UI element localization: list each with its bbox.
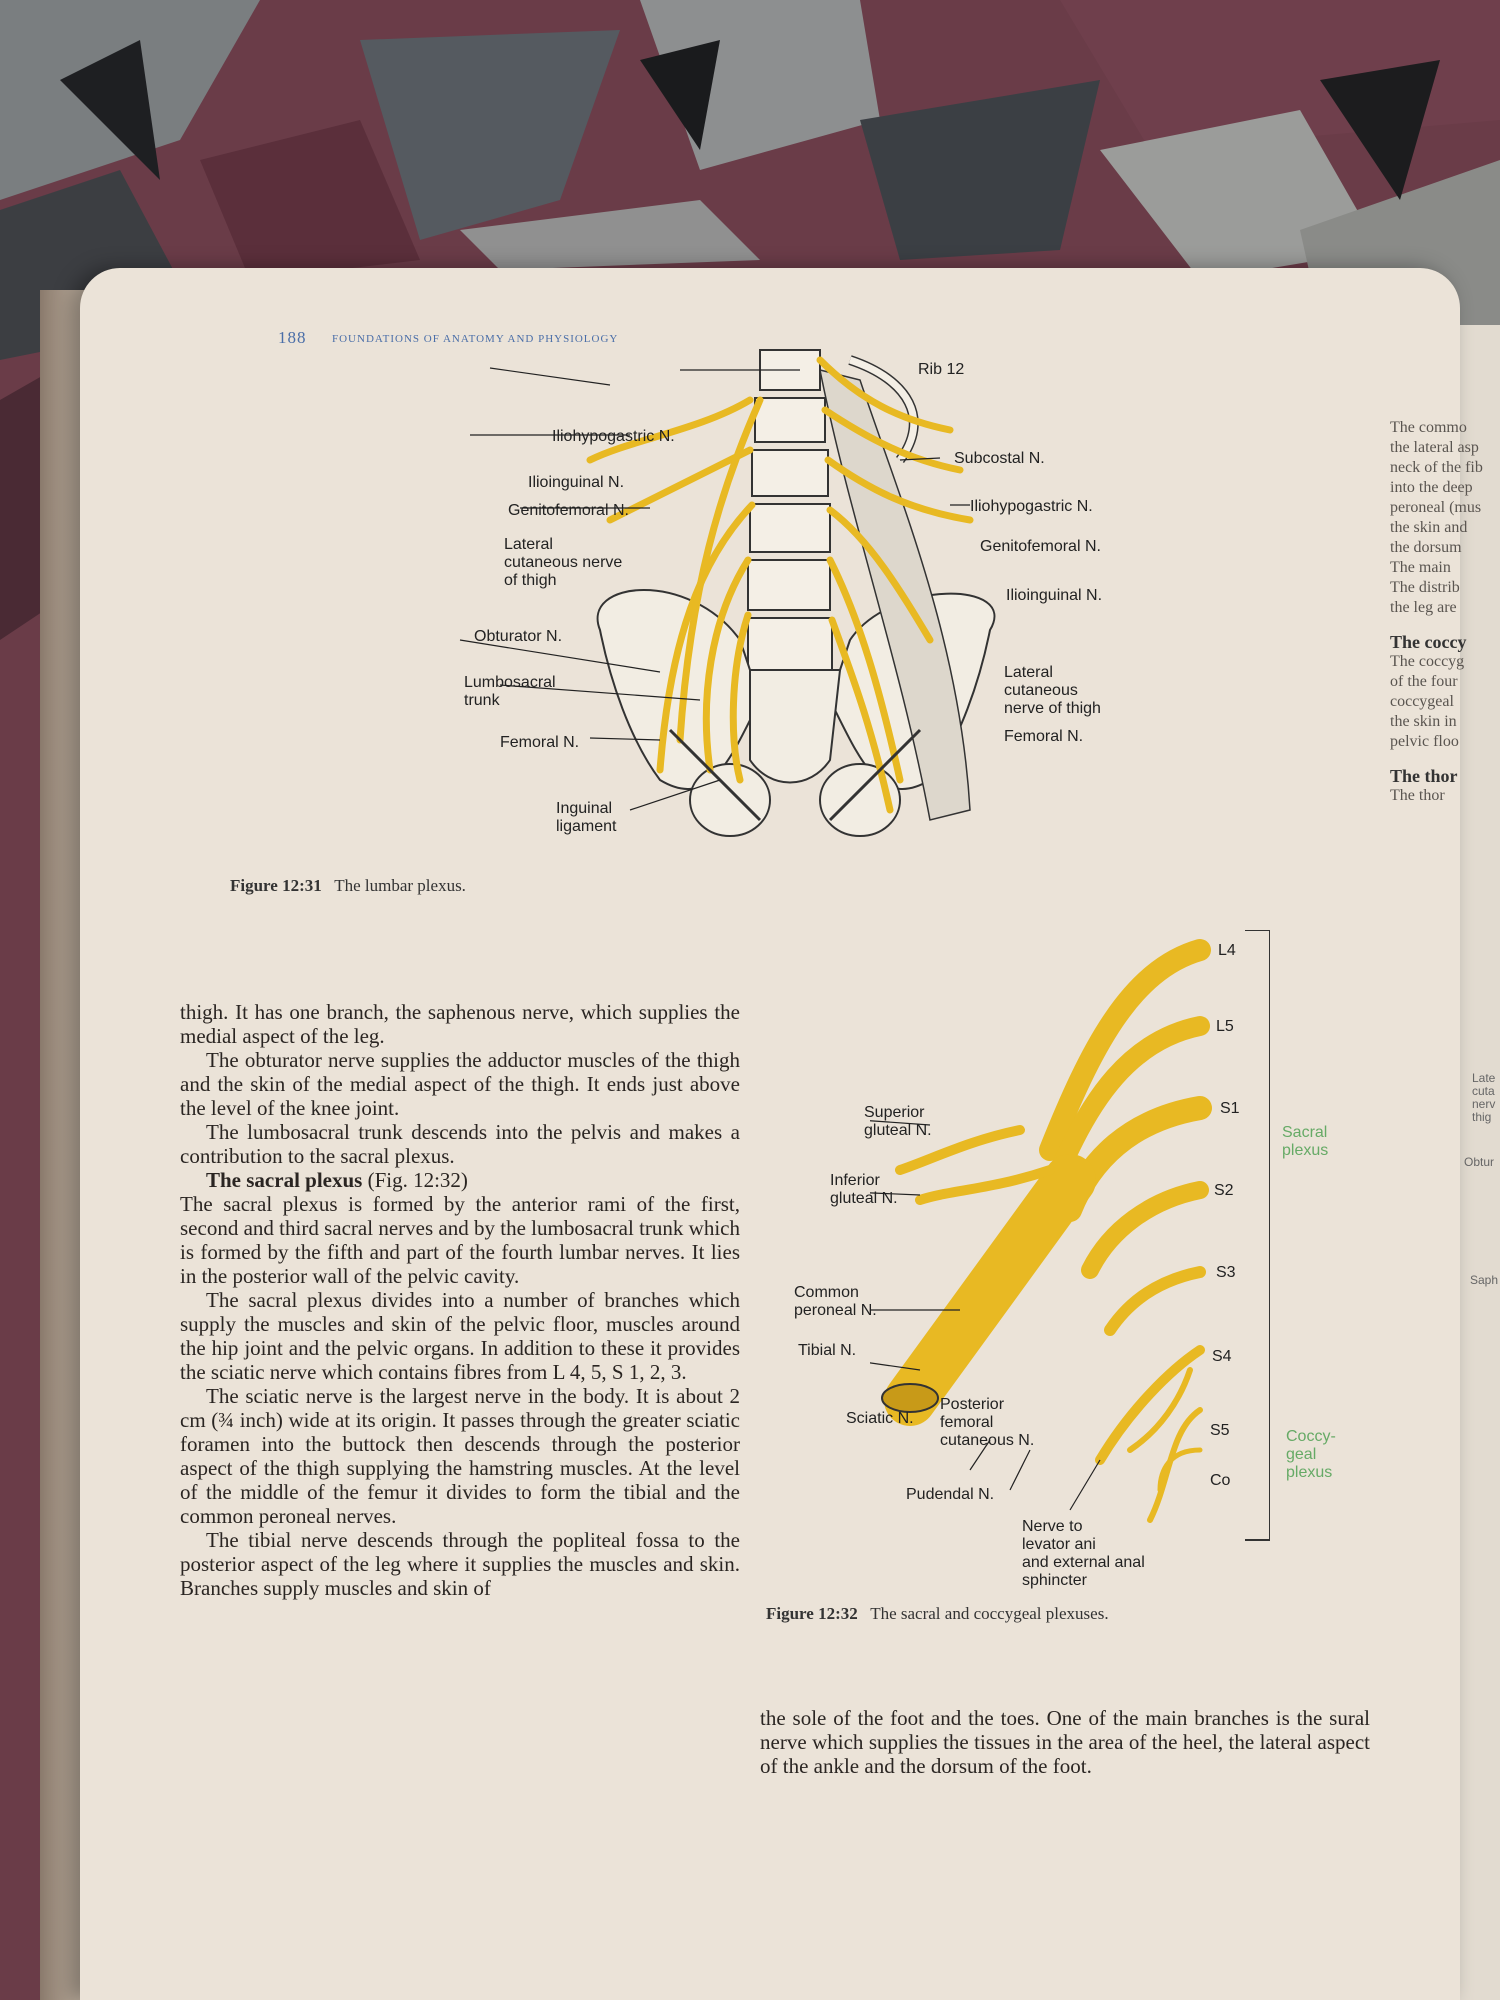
caption-label: Figure 12:31 bbox=[230, 876, 322, 895]
label-posterior-femoral-cutaneous: Posterior femoral cutaneous N. bbox=[940, 1396, 1035, 1449]
facing-label-obturator: Obtur bbox=[1464, 1155, 1495, 1169]
paragraph: the sole of the foot and the toes. One o… bbox=[760, 1706, 1370, 1778]
body-column-right: the sole of the foot and the toes. One o… bbox=[760, 1706, 1370, 1778]
paragraph: thigh. It has one branch, the saphenous … bbox=[180, 1000, 740, 1048]
label-subcostal: Subcostal N. bbox=[954, 450, 1045, 467]
facing-label-saphenous: Saph bbox=[1470, 1273, 1499, 1287]
figure-12-32-caption: Figure 12:32 The sacral and coccygeal pl… bbox=[766, 1604, 1109, 1624]
paragraph: The lumbosacral trunk descends into the … bbox=[180, 1120, 740, 1168]
label-lumbosacral-trunk: Lumbosacral trunk bbox=[464, 674, 556, 709]
label-sacral-plexus: Sacral plexus bbox=[1282, 1124, 1329, 1159]
caption-text: The lumbar plexus. bbox=[334, 876, 466, 895]
label-femoral-left: Femoral N. bbox=[500, 734, 580, 751]
label-pudendal: Pudendal N. bbox=[906, 1486, 995, 1503]
label-genitofemoral-left: Genitofemoral N. bbox=[508, 502, 629, 519]
label-coccygeal-plexus: Coccy- geal plexus bbox=[1286, 1428, 1336, 1481]
label-superior-gluteal: Superior gluteal N. bbox=[864, 1104, 932, 1139]
paragraph: The tibial nerve descends through the po… bbox=[180, 1528, 740, 1600]
label-inferior-gluteal: Inferior gluteal N. bbox=[830, 1172, 898, 1207]
label-ilioinguinal-left: Ilioinguinal N. bbox=[528, 474, 625, 491]
body-column-left: thigh. It has one branch, the saphenous … bbox=[180, 1000, 740, 1600]
label-ilioinguinal-right: Ilioinguinal N. bbox=[1006, 587, 1103, 604]
root-s3: S3 bbox=[1216, 1264, 1236, 1281]
caption-label: Figure 12:32 bbox=[766, 1604, 858, 1623]
root-s5: S5 bbox=[1210, 1422, 1230, 1439]
paragraph: The obturator nerve supplies the adducto… bbox=[180, 1048, 740, 1120]
label-femoral-right: Femoral N. bbox=[1004, 728, 1084, 745]
label-iliohypogastric-left: Iliohypogastric N. bbox=[552, 428, 675, 445]
label-iliohypogastric-right: Iliohypogastric N. bbox=[970, 498, 1093, 515]
root-l4: L4 bbox=[1218, 942, 1236, 959]
paragraph: The sacral plexus is formed by the anter… bbox=[180, 1192, 740, 1288]
root-co: Co bbox=[1210, 1472, 1231, 1489]
root-s1: S1 bbox=[1220, 1100, 1240, 1117]
label-genitofemoral-right: Genitofemoral N. bbox=[980, 538, 1101, 555]
lumbar-plexus-illustration bbox=[459, 349, 996, 837]
root-s2: S2 bbox=[1214, 1182, 1234, 1199]
label-common-peroneal: Common peroneal N. bbox=[794, 1284, 877, 1319]
facing-label-lateral: Late cuta nerv thig bbox=[1472, 1071, 1496, 1124]
root-l5: L5 bbox=[1216, 1018, 1234, 1035]
caption-text: The sacral and coccygeal plexuses. bbox=[870, 1604, 1109, 1623]
label-lateral-cutaneous-right: Lateral cutaneous nerve of thigh bbox=[1004, 664, 1101, 717]
book-page bbox=[80, 268, 1460, 2000]
label-inguinal-ligament: Inguinal ligament bbox=[556, 800, 617, 835]
label-obturator: Obturator N. bbox=[474, 628, 563, 645]
paragraph: The sciatic nerve is the largest nerve i… bbox=[180, 1384, 740, 1528]
section-heading: The sacral plexus (Fig. 12:32) bbox=[206, 1168, 468, 1192]
figure-12-31-caption: Figure 12:31 The lumbar plexus. bbox=[230, 876, 466, 896]
facing-page-text: The commo the lateral asp neck of the fi… bbox=[1390, 419, 1483, 804]
label-tibial: Tibial N. bbox=[798, 1342, 857, 1359]
label-nerve-levator-ani: Nerve to levator ani and external anal s… bbox=[1022, 1518, 1145, 1589]
sacral-plexus-illustration bbox=[870, 930, 1270, 1541]
root-s4: S4 bbox=[1212, 1348, 1232, 1365]
page-number: 188 bbox=[278, 328, 307, 347]
label-sciatic: Sciatic N. bbox=[846, 1410, 914, 1427]
paragraph: The sacral plexus divides into a number … bbox=[180, 1288, 740, 1384]
label-lateral-cutaneous-left: Lateral cutaneous nerve of thigh bbox=[504, 536, 623, 589]
running-header: FOUNDATIONS OF ANATOMY AND PHYSIOLOGY bbox=[332, 333, 619, 345]
label-rib-12: Rib 12 bbox=[918, 361, 965, 378]
